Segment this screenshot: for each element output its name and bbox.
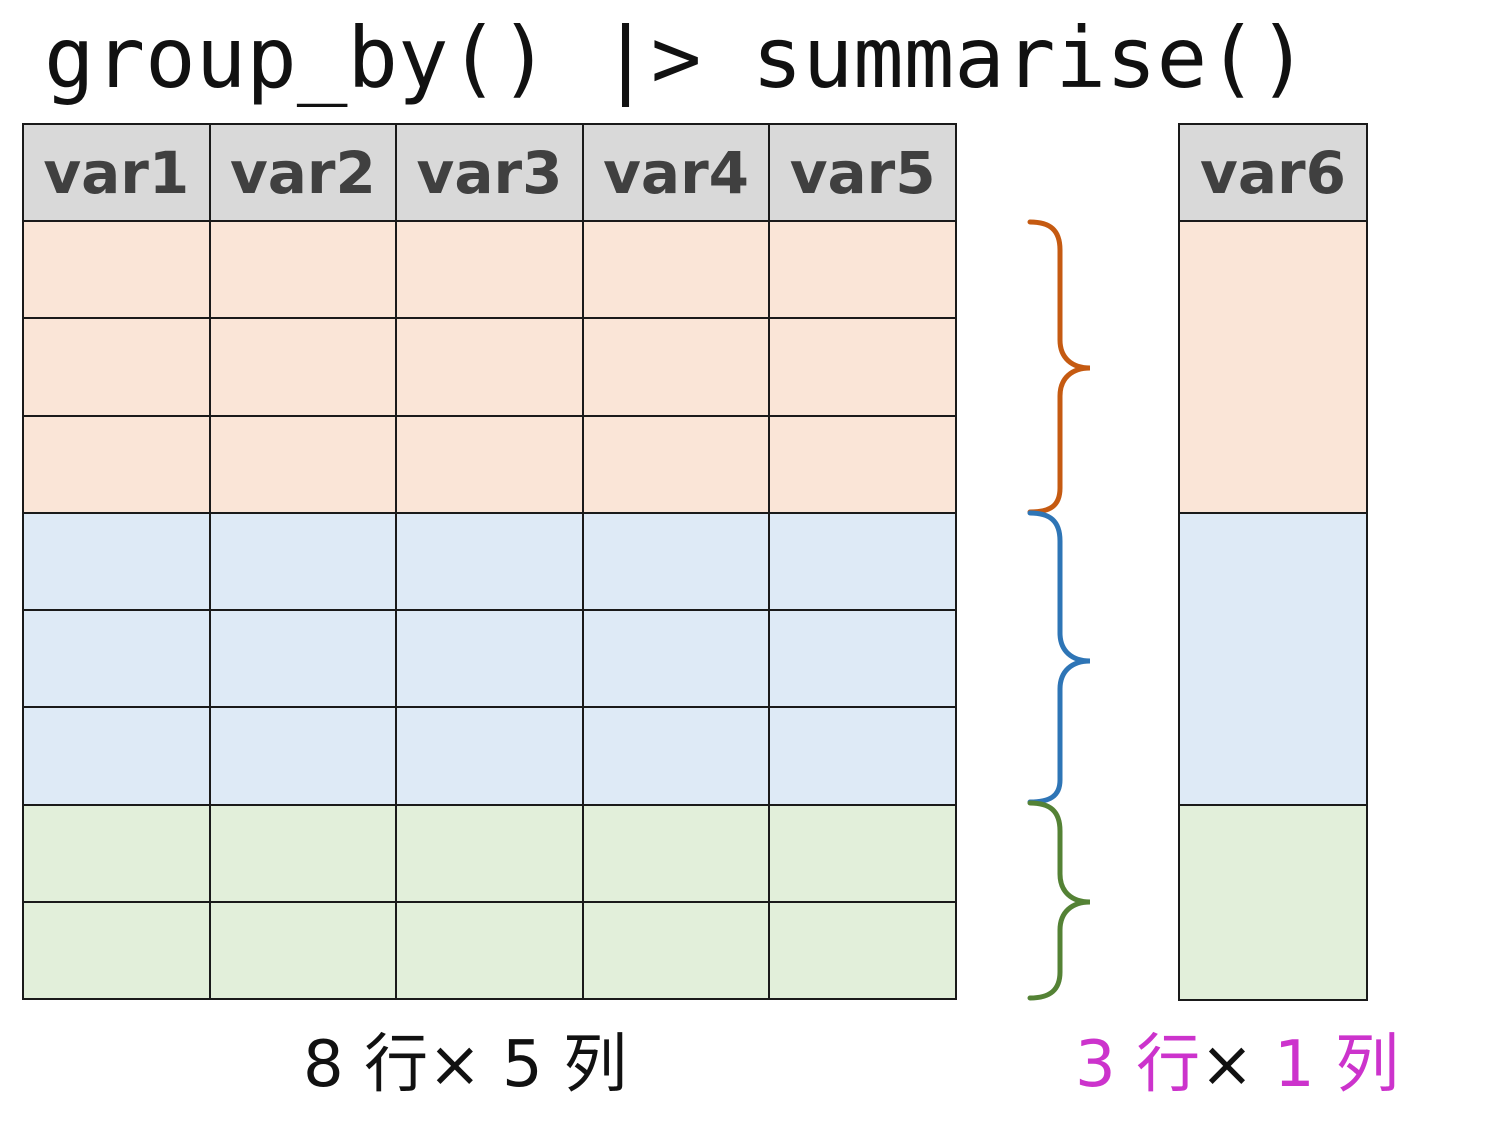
column-header-var4: var4 (581, 123, 771, 222)
table-cell (22, 219, 211, 320)
source-dimensions-caption: 8 行× 5 列 (303, 1028, 628, 1102)
table-cell (208, 609, 398, 709)
result-rows-unit: 行 (1115, 1028, 1201, 1102)
table-cell (768, 414, 957, 514)
result-header-row: var6 (1178, 123, 1368, 222)
table-row (1178, 220, 1368, 514)
table-cell (395, 609, 584, 709)
summary-cell (1178, 804, 1368, 1001)
table-cell (581, 317, 771, 417)
table-cell (768, 219, 957, 320)
result-table: var6 (1178, 123, 1368, 1001)
table-cell (395, 317, 584, 417)
table-row (22, 706, 957, 806)
table-cell (581, 511, 771, 612)
source-table-body (22, 219, 957, 1001)
source-table: var1 var2 var3 var4 var5 (22, 123, 957, 1001)
table-row (22, 609, 957, 709)
column-header-var3: var3 (395, 123, 584, 222)
table-cell (208, 706, 398, 806)
table-cell (22, 901, 211, 1001)
table-cell (768, 901, 957, 1001)
table-row (22, 414, 957, 514)
table-cell (208, 901, 398, 1001)
table-cell (768, 609, 957, 709)
table-cell (22, 706, 211, 806)
result-table-body (1178, 220, 1368, 1001)
result-times-sign: × (1200, 1028, 1254, 1102)
group-braces (1027, 219, 1091, 1001)
table-cell (395, 901, 584, 1001)
source-header-row: var1 var2 var3 var4 var5 (22, 123, 957, 222)
table-cell (22, 511, 211, 612)
table-cell (208, 803, 398, 904)
table-row (22, 511, 957, 612)
table-cell (768, 803, 957, 904)
table-cell (208, 317, 398, 417)
table-cell (581, 901, 771, 1001)
table-cell (581, 803, 771, 904)
column-header-var1: var1 (22, 123, 211, 222)
table-cell (208, 414, 398, 514)
table-cell (395, 511, 584, 612)
green-group-brace (1027, 800, 1091, 1001)
orange-group-brace (1027, 219, 1091, 515)
table-cell (208, 219, 398, 320)
table-cell (22, 317, 211, 417)
table-cell (22, 609, 211, 709)
result-cols-unit: 列 (1314, 1028, 1400, 1102)
table-cell (22, 803, 211, 904)
table-cell (768, 706, 957, 806)
code-title: group_by() |> summarise() (44, 9, 1309, 107)
column-header-var5: var5 (768, 123, 957, 222)
result-rows-number: 3 (1075, 1028, 1116, 1102)
column-header-var6: var6 (1178, 123, 1368, 222)
table-cell (395, 803, 584, 904)
table-cell (581, 219, 771, 320)
result-cols-number: 1 (1253, 1028, 1315, 1102)
column-header-var2: var2 (208, 123, 398, 222)
table-cell (581, 609, 771, 709)
table-cell (581, 706, 771, 806)
table-cell (22, 414, 211, 514)
table-row (22, 901, 957, 1001)
table-row (22, 219, 957, 320)
table-row (1178, 804, 1368, 1001)
table-cell (208, 511, 398, 612)
table-row (22, 317, 957, 417)
table-row (22, 803, 957, 904)
summary-cell (1178, 220, 1368, 514)
blue-group-brace (1027, 510, 1091, 805)
summary-cell (1178, 512, 1368, 806)
table-row (1178, 512, 1368, 806)
result-dimensions-caption: 3 行× 1 列 (1075, 1025, 1399, 1105)
table-cell (395, 219, 584, 320)
table-cell (581, 414, 771, 514)
table-cell (768, 511, 957, 612)
table-cell (395, 414, 584, 514)
table-cell (768, 317, 957, 417)
table-cell (395, 706, 584, 806)
